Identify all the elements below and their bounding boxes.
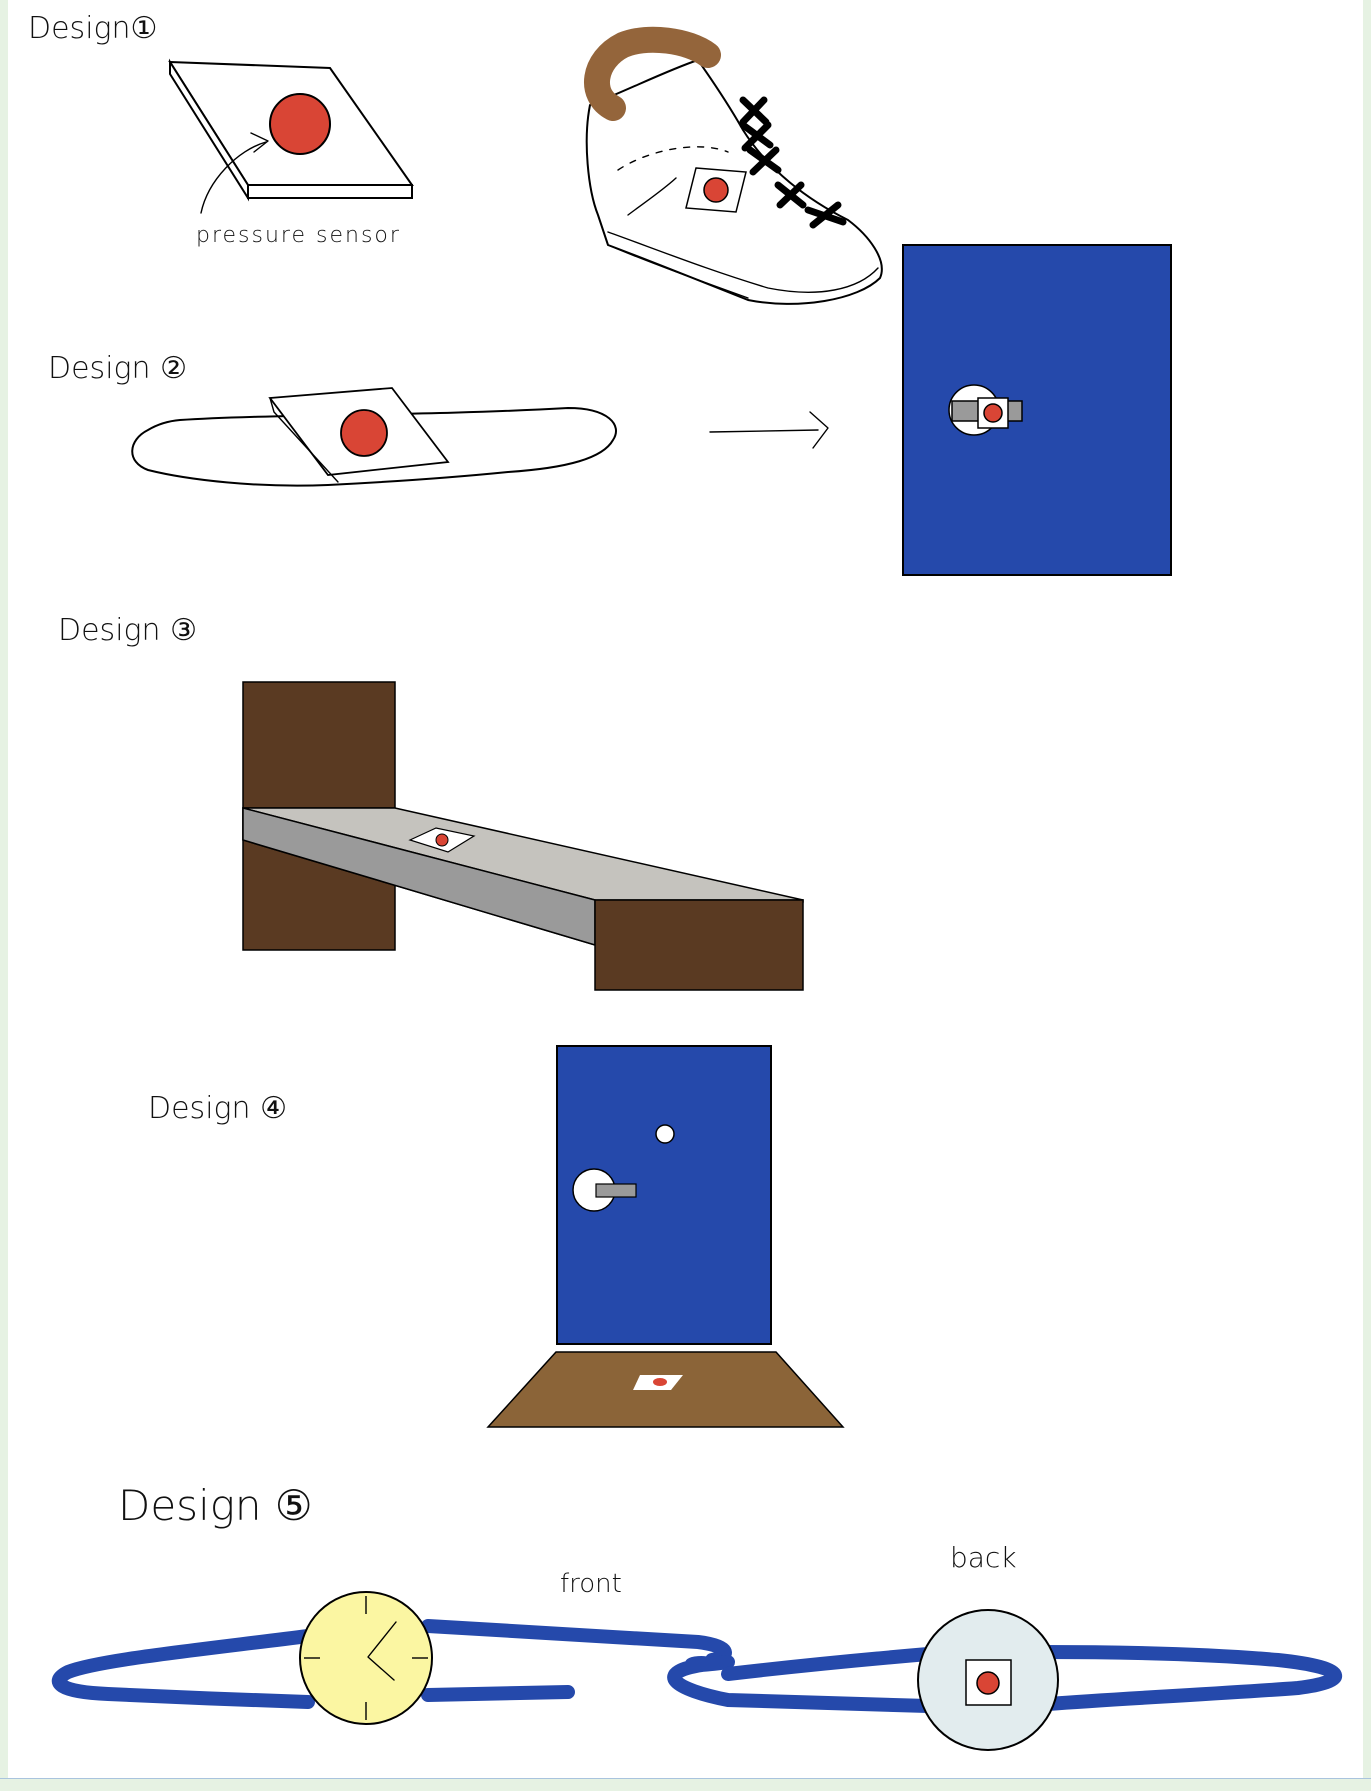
label-pressure-sensor: pressure sensor <box>196 223 401 248</box>
pressure-sensor-icon <box>170 62 412 213</box>
door-icon-2 <box>557 1046 771 1344</box>
boot-icon <box>587 40 882 304</box>
label-front: front <box>560 1569 622 1599</box>
door-panel <box>903 245 1171 575</box>
label-design-1: Design① <box>28 11 157 46</box>
door-icon <box>903 245 1171 575</box>
watch-front-icon <box>59 1592 725 1724</box>
watch-back-icon <box>674 1610 1335 1750</box>
canvas: Design① pressure sensor Design ② <box>8 0 1363 1778</box>
label-design-4: Design ④ <box>148 1091 287 1126</box>
label-back: back <box>950 1541 1017 1574</box>
diagram-svg: Design① pressure sensor Design ② <box>8 0 1363 1778</box>
boot-collar <box>597 40 708 108</box>
label-design-5: Design ⑤ <box>118 1481 313 1530</box>
bench-icon <box>243 682 803 990</box>
bottom-rule <box>0 1778 1371 1779</box>
label-design-2: Design ② <box>48 351 187 386</box>
doormat-icon <box>488 1352 843 1427</box>
arrow-icon <box>710 412 828 448</box>
label-design-3: Design ③ <box>58 613 197 648</box>
insole-icon <box>132 388 616 486</box>
sensor-dot <box>270 94 330 154</box>
